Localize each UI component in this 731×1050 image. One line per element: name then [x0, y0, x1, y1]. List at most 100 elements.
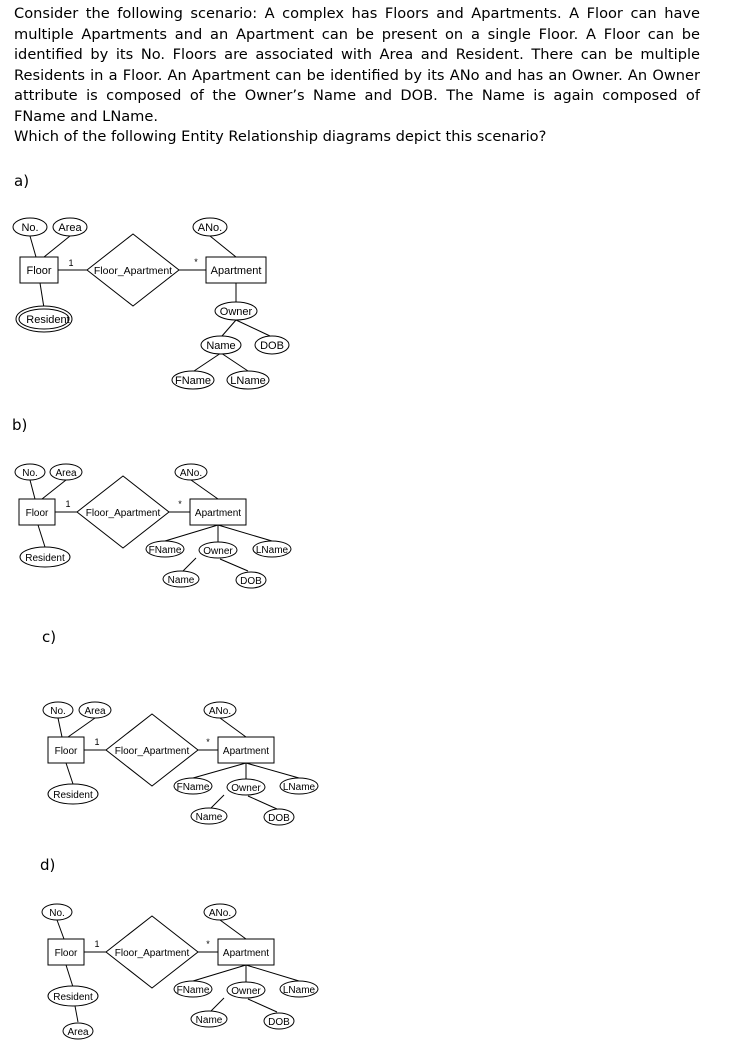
- attribute-no: [14, 463, 46, 481]
- entity-apartment: [217, 938, 275, 966]
- attribute-name-label: Name: [206, 340, 235, 352]
- attribute-owner-label: Owner: [231, 783, 261, 794]
- attribute-fname: [145, 540, 185, 558]
- attribute-name: [200, 335, 242, 355]
- attribute-no: [42, 701, 74, 719]
- attribute-fname-label: FName: [177, 782, 210, 793]
- attribute-dob: [263, 1012, 295, 1030]
- cardinality-one: 1: [68, 258, 73, 268]
- attribute-resident: [19, 546, 71, 568]
- cardinality-one: 1: [65, 499, 70, 509]
- attribute-dob-label: DOB: [268, 1017, 290, 1028]
- attribute-area-label: Area: [58, 222, 82, 234]
- attribute-lname-label: LName: [283, 782, 316, 793]
- relationship-label: Floor_Apartment: [115, 746, 190, 757]
- attribute-name-label: Name: [196, 812, 223, 823]
- attribute-fname: [171, 370, 215, 390]
- attribute-fname-label: FName: [175, 375, 211, 387]
- attribute-ano-label: ANo.: [209, 908, 231, 919]
- attribute-dob: [254, 335, 290, 355]
- attribute-area-label: Area: [84, 706, 106, 717]
- attribute-resident: [47, 783, 99, 805]
- attribute-name-label: Name: [168, 575, 195, 586]
- entity-apartment-label: Apartment: [211, 265, 262, 277]
- entity-apartment-label: Apartment: [223, 948, 269, 959]
- option-a-label: a): [14, 172, 30, 190]
- relationship-floor-apartment: [76, 475, 170, 549]
- attribute-lname-label: LName: [230, 375, 265, 387]
- attribute-lname-label: LName: [283, 985, 316, 996]
- attribute-name: [190, 1010, 228, 1028]
- relationship-floor-apartment: [86, 233, 180, 307]
- attribute-area: [62, 1022, 94, 1040]
- attribute-lname-label: LName: [256, 545, 289, 556]
- attribute-dob-label: DOB: [268, 813, 290, 824]
- entity-floor: [47, 938, 85, 966]
- attribute-fname: [173, 777, 213, 795]
- cardinality-many: *: [194, 257, 198, 267]
- attribute-ano-label: ANo.: [209, 706, 231, 717]
- attribute-owner-label: Owner: [231, 986, 261, 997]
- attribute-owner-label: Owner: [220, 306, 253, 318]
- relationship-label: Floor_Apartment: [86, 508, 161, 519]
- attribute-area: [78, 701, 112, 719]
- attribute-dob-label: DOB: [240, 576, 262, 587]
- question-text: Consider the following scenario: A compl…: [14, 4, 700, 127]
- option-c-diagram: No. Area Floor 1 Floor_Apartment * ANo. …: [42, 701, 319, 826]
- attribute-owner: [214, 301, 258, 321]
- attribute-name: [190, 807, 228, 825]
- entity-floor: [47, 736, 85, 764]
- attribute-owner: [226, 778, 266, 796]
- attribute-ano: [203, 903, 237, 921]
- attribute-resident-label: Resident: [25, 553, 65, 564]
- entity-floor: [18, 498, 56, 526]
- relationship-floor-apartment: [105, 713, 199, 787]
- option-d-diagram: No. Floor 1 Floor_Apartment * ANo. Apart…: [41, 903, 319, 1040]
- option-b-diagram: No. Area Floor 1 Floor_Apartment * ANo. …: [14, 463, 292, 589]
- attribute-resident-label: Resident: [53, 790, 93, 801]
- entity-apartment: [217, 736, 275, 764]
- attribute-no-label: No.: [21, 222, 38, 234]
- attribute-no-label: No.: [22, 468, 38, 479]
- relationship-floor-apartment: [105, 915, 199, 989]
- attribute-dob-label: DOB: [260, 340, 284, 352]
- cardinality-many: *: [206, 737, 210, 747]
- entity-apartment: [205, 256, 267, 284]
- relationship-label: Floor_Apartment: [115, 948, 190, 959]
- attribute-fname-label: FName: [177, 985, 210, 996]
- entity-apartment: [189, 498, 247, 526]
- attribute-resident-multivalued: [18, 308, 70, 330]
- attribute-area-label: Area: [55, 468, 77, 479]
- attribute-owner-label: Owner: [203, 546, 233, 557]
- attribute-name-label: Name: [196, 1015, 223, 1026]
- attribute-resident-label: Resident: [26, 314, 69, 326]
- cardinality-many: *: [178, 499, 182, 509]
- option-c-label: c): [42, 628, 57, 646]
- option-a-diagram: No. Area Floor 1 Floor_Apartment * ANo. …: [12, 217, 290, 390]
- attribute-resident: [47, 985, 99, 1007]
- entity-floor-label: Floor: [26, 265, 51, 277]
- scenario-paragraph: Consider the following scenario: A compl…: [14, 5, 700, 125]
- attribute-lname: [252, 540, 292, 558]
- cardinality-one: 1: [94, 737, 99, 747]
- question-prompt: Which of the following Entity Relationsh…: [14, 128, 547, 145]
- attribute-ano: [203, 701, 237, 719]
- attribute-owner: [198, 541, 238, 559]
- entity-floor-label: Floor: [55, 948, 78, 959]
- attribute-dob: [263, 808, 295, 826]
- attribute-area: [52, 217, 88, 237]
- attribute-lname: [279, 777, 319, 795]
- entity-apartment-label: Apartment: [195, 508, 241, 519]
- attribute-fname: [173, 980, 213, 998]
- attribute-no: [41, 903, 73, 921]
- attribute-ano-label: ANo.: [180, 468, 202, 479]
- attribute-fname-label: FName: [149, 545, 182, 556]
- attribute-area: [49, 463, 83, 481]
- attribute-name: [162, 570, 200, 588]
- cardinality-many: *: [206, 939, 210, 949]
- cardinality-one: 1: [94, 939, 99, 949]
- attribute-ano-label: ANo.: [198, 222, 222, 234]
- attribute-area-label: Area: [67, 1027, 89, 1038]
- relationship-label: Floor_Apartment: [94, 265, 172, 277]
